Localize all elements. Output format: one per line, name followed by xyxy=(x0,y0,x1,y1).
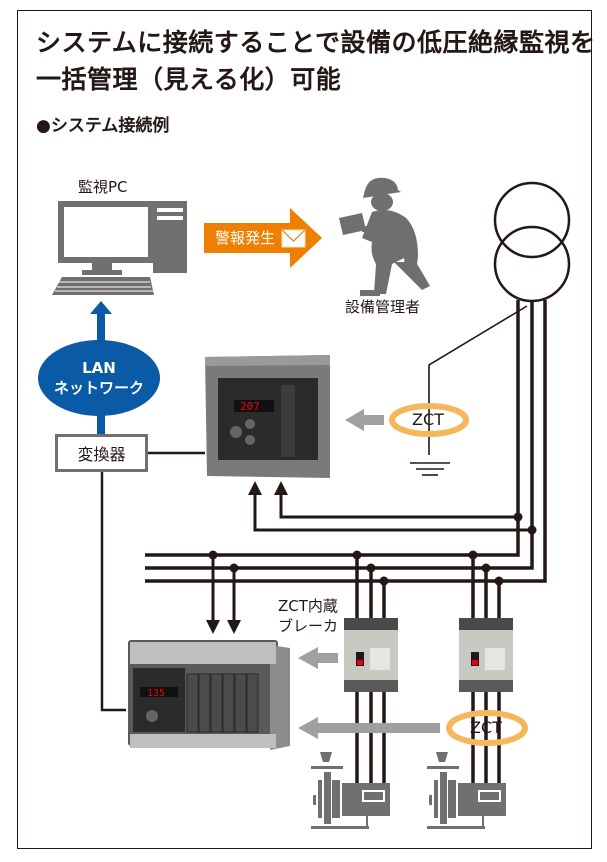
transformer-icon xyxy=(493,181,571,303)
signal-arrow-top xyxy=(345,409,384,431)
motor-icon-1 xyxy=(311,752,390,829)
alarm-arrow xyxy=(204,208,322,268)
breaker-1 xyxy=(344,618,398,692)
insulation-monitor-device: 207 xyxy=(205,355,330,478)
manager-icon xyxy=(339,177,430,296)
lan-label: LAN xyxy=(82,359,116,377)
mail-icon xyxy=(281,229,306,248)
main-feed-lines xyxy=(145,300,547,583)
alarm-label: 警報発生 xyxy=(215,229,276,247)
page-title: システムに接続することで設備の低圧絶縁監視を 一括管理（見える化）可能 xyxy=(36,24,596,98)
zct-bottom-label: ZCT xyxy=(470,718,502,737)
monitor-pc-icon xyxy=(52,201,187,295)
neutral-ground-line xyxy=(410,305,528,476)
multi-unit-display: 135 xyxy=(147,688,165,699)
title-line-2: 一括管理（見える化）可能 xyxy=(36,65,342,94)
network-label: ネットワーク xyxy=(53,379,144,397)
motor-icon-2 xyxy=(427,752,506,829)
breaker-label-line2: ブレーカ xyxy=(278,617,339,635)
zct-ring-top xyxy=(389,403,469,437)
bus-to-monitor-lines xyxy=(253,495,532,532)
down-arrowheads xyxy=(206,620,241,634)
section-heading: ●システム接続例 xyxy=(36,116,170,136)
multi-channel-monitor-unit: 135 xyxy=(128,640,290,750)
signal-arrow-breaker xyxy=(298,647,338,669)
bus-to-unit-lines xyxy=(211,555,236,620)
converter-label: 変換器 xyxy=(77,445,126,464)
signal-arrow-bottom xyxy=(298,717,440,739)
converter-box: 変換器 xyxy=(55,434,148,472)
diagram-frame xyxy=(17,10,592,849)
up-arrowheads xyxy=(248,481,288,495)
title-line-1: システムに接続することで設備の低圧絶縁監視を xyxy=(36,28,596,57)
lan-network-node: LAN ネットワーク xyxy=(38,340,160,416)
breaker-label-line1: ZCT内蔵 xyxy=(278,597,338,615)
lan-to-pc-arrow xyxy=(90,301,112,436)
zct-ring-bottom xyxy=(446,710,528,746)
monitor-display: 207 xyxy=(240,400,260,413)
manager-label: 設備管理者 xyxy=(345,298,421,316)
converter-lines xyxy=(100,451,205,712)
monitor-pc-label: 監視PC xyxy=(78,178,128,196)
zct-top-label: ZCT xyxy=(412,410,444,429)
breaker-2 xyxy=(459,618,513,692)
breaker-label: ZCT内蔵 ブレーカ xyxy=(278,596,338,636)
